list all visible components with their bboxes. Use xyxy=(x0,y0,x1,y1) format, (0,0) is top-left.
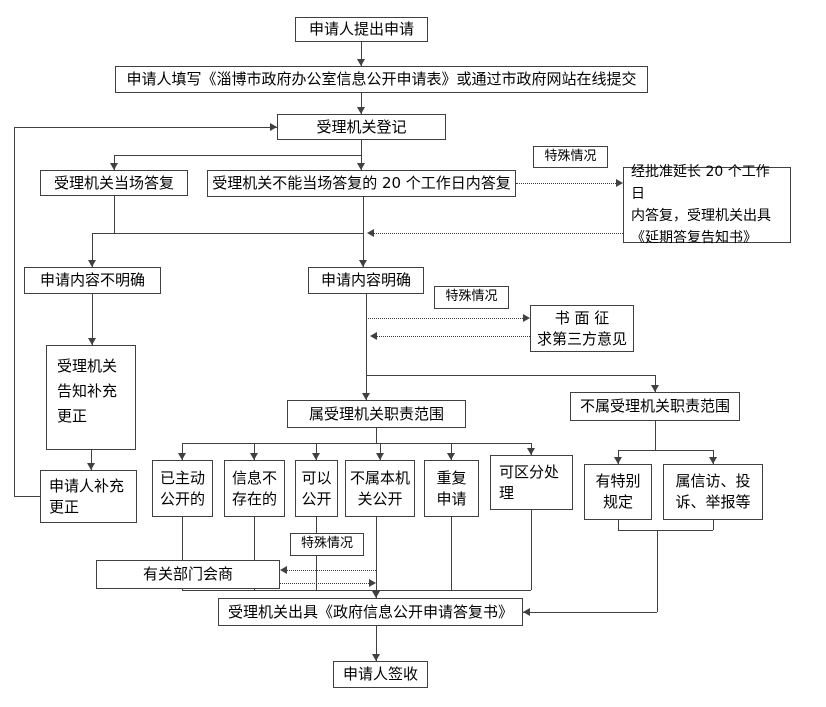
flow-line xyxy=(182,590,531,591)
flow-line-dotted xyxy=(516,183,616,184)
arrowhead xyxy=(616,179,623,187)
flow-line-dotted xyxy=(280,583,369,584)
arrowhead xyxy=(651,385,659,392)
arrowhead xyxy=(527,448,535,455)
node-not-this-authority: 不属本机 关公开 xyxy=(345,460,415,517)
arrowhead xyxy=(88,260,96,267)
flow-line xyxy=(380,443,381,460)
node-repeated-application: 重复 申请 xyxy=(424,460,479,517)
flow-line xyxy=(91,450,92,470)
flow-line xyxy=(657,530,658,612)
flow-line xyxy=(713,520,714,530)
node-seek-third-party-opinion: 书 面 征 求第三方意见 xyxy=(530,305,634,352)
arrowhead xyxy=(709,457,717,464)
node-reply-within-20-workdays: 受理机关不能当场答复的 20 个工作日内答复 xyxy=(207,170,516,197)
node-content-unclear: 申请内容不明确 xyxy=(24,267,161,294)
node-content-clear: 申请内容明确 xyxy=(308,267,424,294)
flow-line xyxy=(618,520,619,530)
arrowhead xyxy=(359,260,367,267)
flow-line xyxy=(618,450,713,451)
node-issue-reply-document: 受理机关出具《政府信息公开申请答复书》 xyxy=(218,598,523,626)
label-special-case-2: 特殊情况 xyxy=(434,286,509,309)
arrowhead xyxy=(87,463,95,470)
arrowhead xyxy=(523,314,530,322)
flow-line xyxy=(376,626,377,661)
flow-line xyxy=(114,196,115,234)
arrowhead xyxy=(614,457,622,464)
flow-line xyxy=(182,443,531,444)
arrowhead xyxy=(110,163,118,170)
flow-line xyxy=(366,294,367,400)
flow-line xyxy=(618,530,713,531)
flow-line xyxy=(361,140,362,170)
flow-line xyxy=(655,421,656,450)
node-department-consultation: 有关部门会商 xyxy=(96,560,280,589)
flow-line xyxy=(114,155,361,156)
node-approved-extension-reply: 经批准延长 20 个工作日 内答复，受理机关出具 《延期答复告知书》 xyxy=(623,164,791,246)
arrowhead xyxy=(357,107,365,114)
flow-line xyxy=(363,197,364,267)
flow-line xyxy=(14,127,15,496)
flow-line-dotted xyxy=(368,318,523,319)
node-petition-complaint-report: 属信访、投 诉、举报等 xyxy=(663,464,763,520)
flow-line xyxy=(531,510,532,590)
flow-line xyxy=(182,443,183,460)
flow-line xyxy=(254,517,255,590)
arrowhead xyxy=(372,591,380,598)
flow-line xyxy=(92,233,364,234)
flow-line xyxy=(361,93,362,114)
flow-line xyxy=(14,496,40,497)
label-special-case-3: 特殊情况 xyxy=(290,533,364,556)
flow-line xyxy=(376,428,377,443)
node-applicant-signs-receipt: 申请人签收 xyxy=(333,661,428,688)
flow-line xyxy=(376,517,377,598)
arrowhead xyxy=(88,338,96,345)
node-separable-handling: 可区分处 理 xyxy=(490,455,573,510)
arrowhead xyxy=(367,229,374,237)
node-information-not-exist: 信息不 存在的 xyxy=(224,460,285,517)
arrowhead xyxy=(369,579,376,587)
arrowhead xyxy=(370,332,377,340)
flow-line xyxy=(254,443,255,460)
node-notify-supplement-correction: 受理机关 告知补充 更正 xyxy=(46,345,136,450)
node-applicant-submits-application: 申请人提出申请 xyxy=(295,17,428,42)
arrowhead xyxy=(376,453,384,460)
flow-line xyxy=(366,375,655,376)
flow-line-dotted xyxy=(287,570,376,571)
node-special-provisions: 有特别 规定 xyxy=(584,464,652,520)
arrowhead xyxy=(523,608,530,616)
node-applicant-supplements-correction: 申请人补充 更正 xyxy=(40,470,137,523)
node-within-authority-scope: 属受理机关职责范围 xyxy=(287,400,466,428)
arrowhead xyxy=(280,566,287,574)
flow-line xyxy=(655,375,656,392)
flow-line xyxy=(316,443,317,460)
flow-line xyxy=(92,294,93,345)
arrowhead xyxy=(357,163,365,170)
flow-line xyxy=(182,517,183,590)
arrowhead xyxy=(250,453,258,460)
flow-line xyxy=(92,233,93,267)
flow-line xyxy=(523,612,657,613)
flow-line xyxy=(451,517,452,590)
arrowhead xyxy=(357,59,365,66)
node-accepting-authority-registration: 受理机关登记 xyxy=(277,114,446,140)
arrowhead xyxy=(270,123,277,131)
label-special-case-1: 特殊情况 xyxy=(533,146,608,168)
flow-line-dotted xyxy=(377,336,530,337)
node-fill-application-form: 申请人填写《淄博市政府办公室信息公开申请表》或通过市政府网站在线提交 xyxy=(115,66,648,93)
arrowhead xyxy=(447,453,455,460)
node-outside-authority-scope: 不属受理机关职责范围 xyxy=(570,392,740,421)
flow-line xyxy=(14,127,277,128)
flow-line xyxy=(361,42,362,66)
arrowhead xyxy=(372,654,380,661)
flow-line xyxy=(114,155,115,170)
flow-line-dotted xyxy=(374,233,623,234)
arrowhead xyxy=(178,453,186,460)
arrowhead xyxy=(312,453,320,460)
node-already-disclosed: 已主动 公开的 xyxy=(152,460,213,517)
arrowhead xyxy=(362,393,370,400)
node-on-spot-reply: 受理机关当场答复 xyxy=(40,170,188,196)
flow-line xyxy=(451,443,452,460)
node-can-be-disclosed: 可以 公开 xyxy=(295,460,338,517)
